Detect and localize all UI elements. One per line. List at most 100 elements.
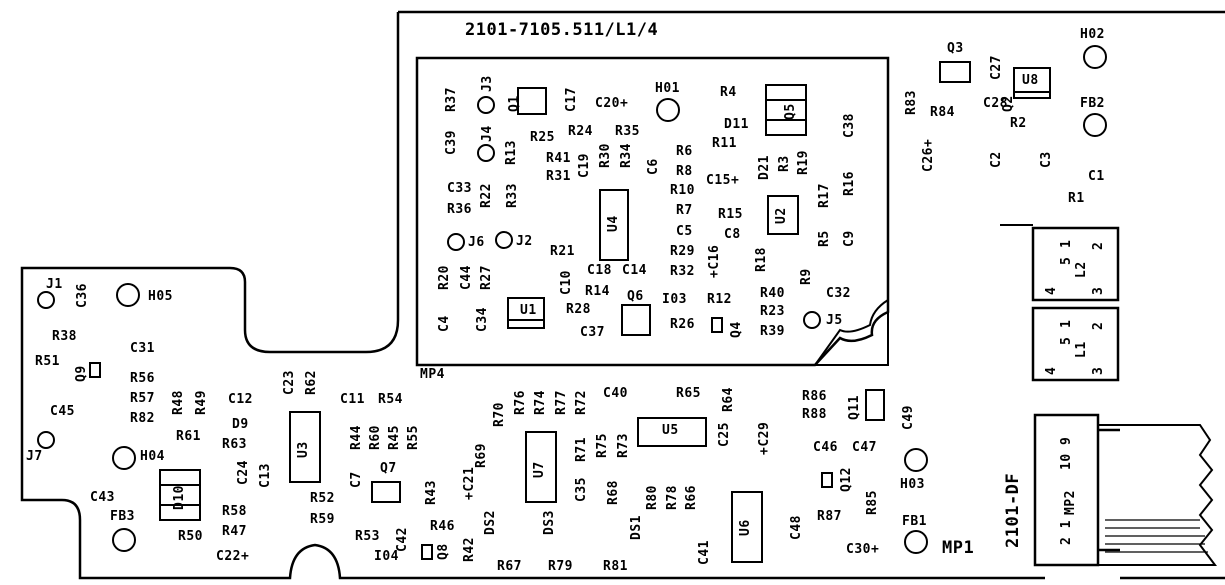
resistor-r1: R1	[1068, 191, 1085, 206]
ic-u2: U2	[774, 207, 789, 224]
capacitor-c28: C28	[983, 96, 1008, 111]
jumper-j1: J1	[46, 277, 63, 292]
capacitor-c27: C27	[989, 55, 1004, 80]
capacitor-c41: C41	[697, 540, 712, 565]
l1-pin-2: 2	[1091, 321, 1106, 330]
l2-pin-4: 4	[1044, 286, 1059, 295]
capacitor-c10: C10	[559, 270, 574, 295]
resistor-r57: R57	[130, 391, 155, 406]
l1-pin-3: 3	[1091, 366, 1106, 375]
capacitor-c17: C17	[564, 87, 579, 112]
resistor-r77: R77	[554, 390, 569, 415]
resistor-r13: R13	[504, 140, 519, 165]
l2-pin-5: 5	[1059, 256, 1074, 265]
diode-array-d10: D10	[172, 485, 187, 510]
resistor-r65: R65	[676, 386, 701, 401]
capacitor-c23: C23	[282, 370, 297, 395]
capacitor-c14: C14	[622, 263, 647, 278]
capacitor-c21: +C21	[462, 466, 477, 500]
l1-label: L1	[1074, 341, 1089, 358]
resistor-r83: R83	[904, 90, 919, 115]
capacitor-c34: C34	[475, 307, 490, 332]
capacitor-c48: C48	[789, 515, 804, 540]
resistor-r28: R28	[566, 302, 591, 317]
resistor-r53: R53	[355, 529, 380, 544]
resistor-r48: R48	[171, 390, 186, 415]
l1-pin-1: 1	[1059, 319, 1074, 328]
ic-u1: U1	[520, 303, 537, 318]
mp1-label: MP1	[942, 538, 975, 558]
resistor-r21: R21	[550, 244, 575, 259]
resistor-r37: R37	[444, 87, 459, 112]
hole-h01: H01	[655, 81, 680, 96]
transistor-q12: Q12	[839, 467, 854, 492]
resistor-r12: R12	[707, 292, 732, 307]
resistor-r72: R72	[574, 390, 589, 415]
hole-fb3: FB3	[110, 509, 135, 524]
capacitor-c3: C3	[1039, 151, 1054, 168]
resistor-r85: R85	[865, 490, 880, 515]
jumper-j3: J3	[480, 75, 495, 92]
label-i04: I04	[374, 549, 399, 564]
resistor-r62: R62	[304, 370, 319, 395]
resistor-r81: R81	[603, 559, 628, 574]
resistor-r79: R79	[548, 559, 573, 574]
capacitor-c9: C9	[842, 230, 857, 247]
transistor-q8: Q8	[436, 543, 451, 560]
capacitor-c43: C43	[90, 490, 115, 505]
ic-u5: U5	[662, 423, 679, 438]
jumper-j7: J7	[26, 449, 43, 464]
capacitor-c11: C11	[340, 392, 365, 407]
resistor-r38: R38	[52, 329, 77, 344]
capacitor-c7: C7	[349, 471, 364, 488]
resistor-r25: R25	[530, 130, 555, 145]
capacitor-c5: C5	[676, 224, 693, 239]
capacitor-c29: +C29	[757, 421, 772, 455]
transistor-q7: Q7	[380, 461, 397, 476]
resistor-r40: R40	[760, 286, 785, 301]
connector-l2-outline	[1031, 226, 1120, 302]
capacitor-c33: C33	[447, 181, 472, 196]
connector-pins-bottom: 2 1	[1059, 520, 1074, 545]
jumper-j4: J4	[480, 125, 495, 142]
ribbon-cable	[1098, 424, 1217, 566]
resistor-r50: R50	[178, 529, 203, 544]
ic-u6: U6	[738, 519, 753, 536]
resistor-r86: R86	[802, 389, 827, 404]
resistor-r59: R59	[310, 512, 335, 527]
resistor-r35: R35	[615, 124, 640, 139]
resistor-r68: R68	[606, 480, 621, 505]
transistor-q1: Q1	[507, 95, 522, 112]
resistor-r7: R7	[676, 203, 693, 218]
l2-label: L2	[1074, 261, 1089, 278]
l2-pin-1: 1	[1059, 239, 1074, 248]
resistor-r64: R64	[721, 387, 736, 412]
resistor-r52: R52	[310, 491, 335, 506]
resistor-r10: R10	[670, 183, 695, 198]
resistor-r58: R58	[222, 504, 247, 519]
connector-pins-top: 10 9	[1059, 436, 1074, 470]
connector-name-label: 2101-DF	[1003, 472, 1023, 548]
capacitor-c47: C47	[852, 440, 877, 455]
diode-d11: D11	[724, 117, 749, 132]
display-ds2: DS2	[483, 510, 498, 535]
capacitor-c39: C39	[444, 130, 459, 155]
resistor-r82: R82	[130, 411, 155, 426]
resistor-r45: R45	[387, 425, 402, 450]
resistor-r60: R60	[368, 425, 383, 450]
ic-u7: U7	[532, 461, 547, 478]
connector-mp-label: MP2	[1063, 490, 1078, 515]
resistor-r73: R73	[616, 433, 631, 458]
resistor-r17: R17	[817, 183, 832, 208]
resistor-r33: R33	[505, 183, 520, 208]
capacitor-c31: C31	[130, 341, 155, 356]
resistor-r6: R6	[676, 144, 693, 159]
resistor-r47: R47	[222, 524, 247, 539]
resistor-r24: R24	[568, 124, 593, 139]
board-outline	[20, 10, 1225, 580]
capacitor-c25: C25	[717, 422, 732, 447]
display-ds3: DS3	[542, 510, 557, 535]
ribbon-wires	[1105, 519, 1208, 553]
l2-pin-3: 3	[1091, 286, 1106, 295]
